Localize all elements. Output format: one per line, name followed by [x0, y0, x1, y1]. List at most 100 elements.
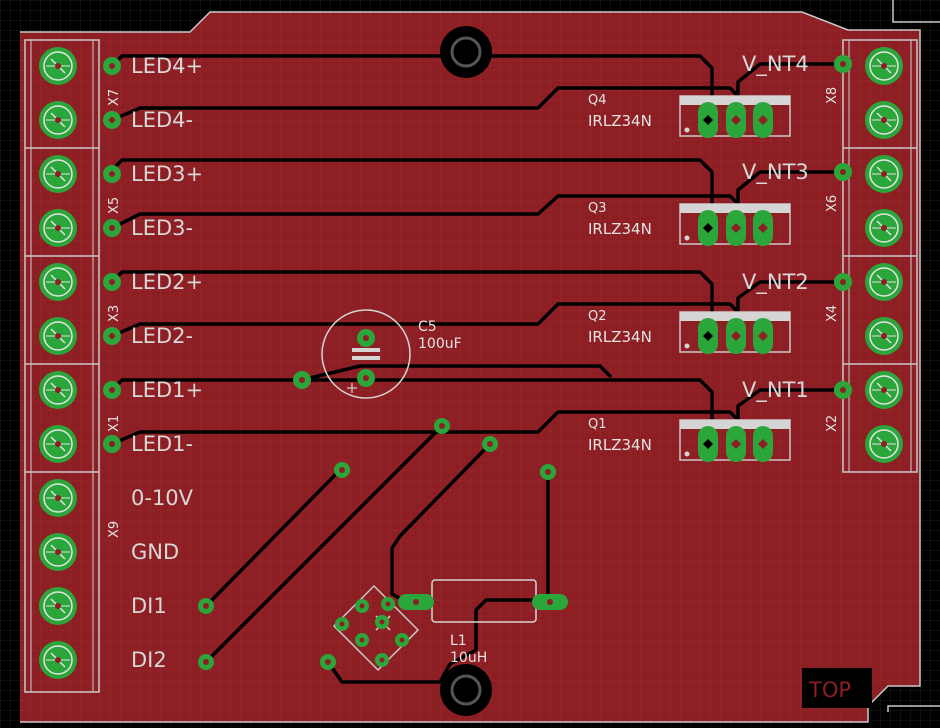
- transistor-pad: [698, 426, 718, 462]
- left-terminal-screw: [39, 587, 77, 625]
- left-terminal-screw: [39, 371, 77, 409]
- net-label-led3-plus: LED3+: [131, 162, 203, 186]
- right-terminal-pins: [865, 47, 903, 463]
- board-outline: [20, 11, 921, 723]
- left-terminal-blocks: [24, 39, 100, 693]
- net-label-v-nt3: V_NT3: [742, 160, 809, 185]
- left-terminal-screw: [39, 263, 77, 301]
- net-pad-left: [103, 381, 121, 399]
- net-pad-left: [103, 165, 121, 183]
- transistor-ref-q3: Q3: [588, 201, 607, 216]
- transistor-q3: Q3 IRLZ34N: [588, 201, 791, 245]
- left-terminal-screw: [39, 101, 77, 139]
- net-pad-right: [834, 381, 852, 399]
- connector-label-x9: X9: [107, 521, 122, 538]
- transistor-pad: [753, 102, 773, 138]
- left-terminal-screw: [39, 425, 77, 463]
- transistor-value-q4: IRLZ34N: [588, 112, 652, 130]
- net-label-v-nt1: V_NT1: [742, 378, 809, 403]
- right-terminal-screw: [865, 209, 903, 247]
- left-net-labels: LED4+ LED4- LED3+ LED3- LED2+ LED2- LED1…: [131, 54, 203, 672]
- transistor-pad: [726, 426, 746, 462]
- net-pad-left: [103, 273, 121, 291]
- transistor-pad: [726, 210, 746, 246]
- transistor-value-q2: IRLZ34N: [588, 328, 652, 346]
- left-terminal-screw: [39, 155, 77, 193]
- net-label-v-nt2: V_NT2: [742, 270, 809, 295]
- connector-label-x5: X5: [107, 197, 122, 214]
- net-label-led4-minus: LED4-: [131, 108, 193, 132]
- left-terminal-screw: [39, 317, 77, 355]
- connector-label-x4: X4: [825, 305, 840, 322]
- net-label-led2-minus: LED2-: [131, 324, 193, 348]
- right-terminal-screw: [865, 155, 903, 193]
- connector-label-x3: X3: [107, 305, 122, 322]
- net-label-led3-minus: LED3-: [131, 216, 193, 240]
- transistor-pad: [698, 318, 718, 354]
- net-label-di2: DI2: [131, 648, 167, 672]
- net-label-led1-plus: LED1+: [131, 378, 203, 402]
- net-label-pads: [103, 55, 852, 453]
- right-net-labels: V_NT4 V_NT3 V_NT2 V_NT1: [742, 52, 809, 403]
- net-pad-left: [103, 57, 121, 75]
- left-terminal-screw: [39, 47, 77, 85]
- connector-label-x8: X8: [825, 87, 840, 104]
- right-terminal-screw: [865, 425, 903, 463]
- transistor-ref-q2: Q2: [588, 309, 607, 324]
- connector-labels: X7 X5 X3 X1 X9 X8 X6 X4 X2: [107, 87, 840, 538]
- right-terminal-screw: [865, 371, 903, 409]
- net-label-0-10v: 0-10V: [131, 486, 194, 510]
- right-terminal-screw: [865, 263, 903, 301]
- inductor-l1: L1 10uH: [398, 579, 568, 666]
- layer-marker-label: TOP: [808, 678, 851, 702]
- transistor-pad: [698, 102, 718, 138]
- net-pad-left: [103, 435, 121, 453]
- transistor-pad: [726, 102, 746, 138]
- transistor-pad: [753, 210, 773, 246]
- left-terminal-screw: [39, 209, 77, 247]
- mounting-hole-top: [440, 26, 492, 78]
- inductor-ref: L1: [450, 633, 467, 649]
- right-terminal-screw: [865, 47, 903, 85]
- mounting-hole-bottom: [440, 664, 492, 716]
- vias: [198, 418, 556, 670]
- right-terminal-blocks: [842, 39, 918, 473]
- net-pad-right: [834, 163, 852, 181]
- connector-label-x6: X6: [825, 195, 840, 212]
- left-terminal-pins: [39, 47, 77, 679]
- net-label-led1-minus: LED1-: [131, 432, 193, 456]
- capacitor-ref: C5: [418, 319, 437, 335]
- right-terminal-screw: [865, 317, 903, 355]
- net-label-v-nt4: V_NT4: [742, 52, 809, 77]
- transistor-q2: Q2 IRLZ34N: [588, 309, 791, 353]
- net-pad-left: [103, 327, 121, 345]
- net-label-led2-plus: LED2+: [131, 270, 203, 294]
- left-terminal-screw: [39, 533, 77, 571]
- layer-marker: TOP: [802, 668, 872, 708]
- right-terminal-screw: [865, 101, 903, 139]
- transistor-pad: [698, 210, 718, 246]
- board-outline-corner: [892, 0, 940, 23]
- transistor-ref-q1: Q1: [588, 417, 607, 432]
- transistor-value-q3: IRLZ34N: [588, 220, 652, 238]
- net-pad-right: [834, 273, 852, 291]
- connector-label-x7: X7: [107, 89, 122, 106]
- left-terminal-screw: [39, 641, 77, 679]
- transistor-value-q1: IRLZ34N: [588, 436, 652, 454]
- net-label-gnd: GND: [131, 540, 179, 564]
- transistor-pad: [753, 426, 773, 462]
- net-pad-right: [834, 55, 852, 73]
- left-terminal-screw: [39, 479, 77, 517]
- capacitor-value: 100uF: [418, 336, 462, 352]
- connector-label-x2: X2: [825, 415, 840, 432]
- connector-label-x1: X1: [107, 415, 122, 432]
- transistor-ref-q4: Q4: [588, 93, 607, 108]
- ic-footprint: [332, 584, 420, 672]
- net-pad-left: [103, 219, 121, 237]
- capacitor-c5: C5 100uF: [293, 309, 462, 399]
- transistor-pad: [726, 318, 746, 354]
- inductor-value: 10uH: [450, 650, 487, 666]
- transistor-q1: Q1 IRLZ34N: [588, 417, 791, 461]
- board-outline-corner-bottom: [887, 705, 940, 712]
